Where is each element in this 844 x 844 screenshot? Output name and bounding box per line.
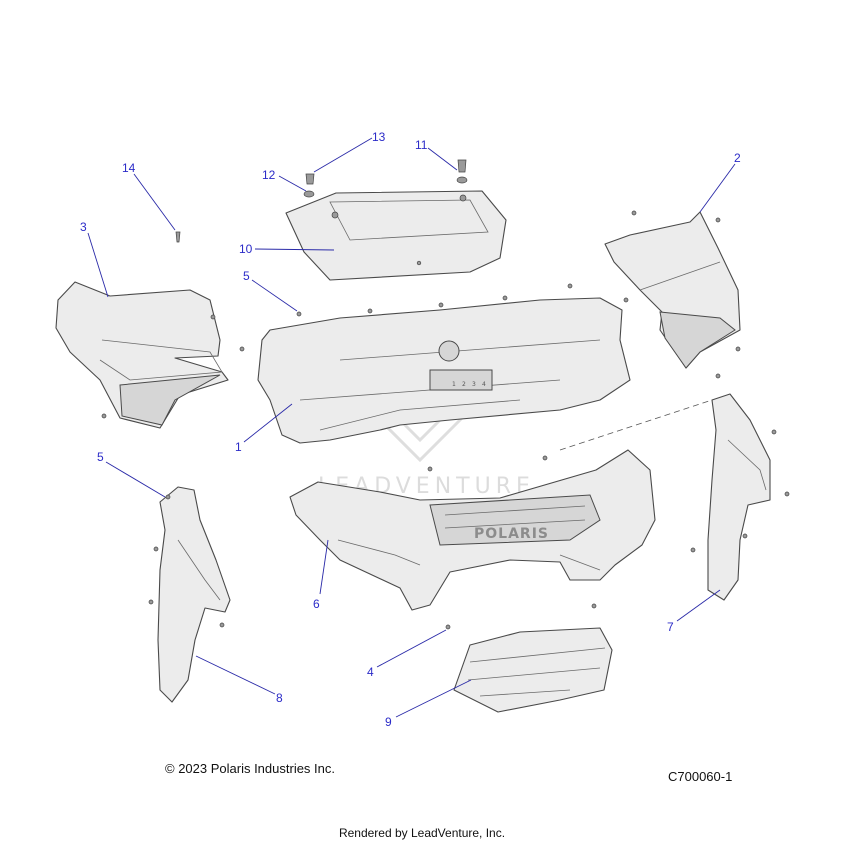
- callout-14: 14: [122, 161, 136, 175]
- callout-5-lower: 5: [97, 450, 104, 464]
- switch-label-3: 3: [472, 381, 476, 388]
- screws: [101, 210, 790, 630]
- diagram-code: C700060-1: [668, 769, 733, 784]
- callout-1: 1: [235, 440, 242, 454]
- screw-14: [175, 231, 181, 243]
- callout-3: 3: [80, 220, 87, 234]
- hood-panel: [285, 190, 507, 281]
- fastener-12: [303, 190, 315, 198]
- right-fender: [707, 393, 771, 601]
- copyright-text: © 2023 Polaris Industries Inc.: [165, 761, 335, 776]
- left-side-panel: [55, 281, 229, 429]
- callout-11: 11: [415, 138, 428, 152]
- callout-10: 10: [239, 242, 253, 256]
- dash-bulkhead: 1 2 3 4: [257, 297, 631, 444]
- right-side-panel: [604, 211, 741, 369]
- fastener-13: [305, 173, 315, 185]
- callout-4: 4: [367, 665, 374, 679]
- callout-8: 8: [276, 691, 283, 705]
- switch-label-1: 1: [452, 381, 456, 388]
- lower-grille-insert: [453, 627, 613, 713]
- callout-7: 7: [667, 620, 674, 634]
- rendered-by-text: Rendered by LeadVenture, Inc.: [338, 826, 506, 840]
- fastener-11: [456, 159, 468, 184]
- callouts: 13 11 12 14 2 10 3 5 1 5 6 7 4 8 9: [80, 130, 741, 729]
- callout-9: 9: [385, 715, 392, 729]
- callout-5-upper: 5: [243, 269, 250, 283]
- switch-label-4: 4: [482, 381, 486, 388]
- callout-12: 12: [262, 168, 276, 182]
- front-grille-frame: POLARIS: [289, 449, 656, 611]
- leader-lines: [87, 137, 736, 718]
- switch-label-2: 2: [462, 381, 466, 388]
- reference-dashed-line: [559, 399, 713, 451]
- left-fender: [157, 486, 231, 703]
- callout-13: 13: [372, 130, 386, 144]
- callout-2: 2: [734, 151, 741, 165]
- polaris-logo-text: POLARIS: [474, 526, 549, 542]
- callout-6: 6: [313, 597, 320, 611]
